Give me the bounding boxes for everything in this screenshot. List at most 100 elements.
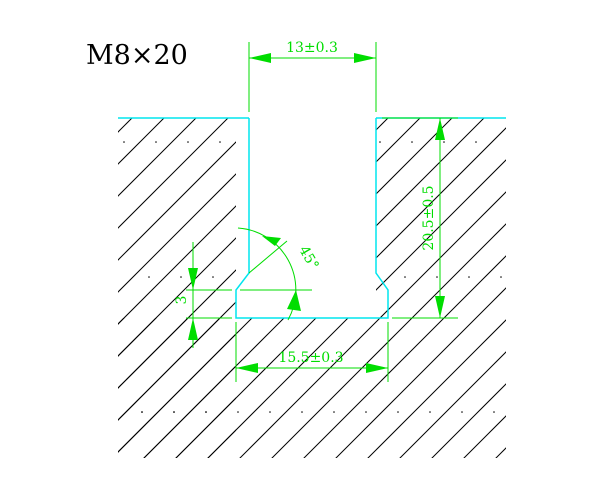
hatch-dot bbox=[347, 141, 349, 143]
depth-label: 20.5±0.5 bbox=[421, 185, 437, 250]
hatch-line bbox=[326, 0, 600, 500]
hatch-dot bbox=[77, 411, 79, 413]
hatch-dot bbox=[116, 276, 118, 278]
arrowhead bbox=[287, 290, 301, 311]
arrowhead bbox=[262, 236, 281, 246]
hatch-dot bbox=[20, 276, 22, 278]
hatch-dot bbox=[589, 411, 591, 413]
hatch-line bbox=[367, 319, 506, 458]
hatch-dot bbox=[290, 6, 292, 8]
arrowhead bbox=[435, 296, 445, 318]
hatch-dot bbox=[333, 411, 335, 413]
hatch-dot bbox=[258, 6, 260, 8]
hatch-dot bbox=[596, 276, 598, 278]
hatch-dot bbox=[532, 276, 534, 278]
arrowhead bbox=[366, 363, 388, 373]
hatch-dot bbox=[45, 411, 47, 413]
hatch-dot bbox=[308, 276, 310, 278]
hatch-dot bbox=[52, 276, 54, 278]
hatch-dot bbox=[596, 276, 598, 278]
hatch-dot bbox=[155, 141, 157, 143]
hatch-dot bbox=[13, 411, 15, 413]
hatch-dot bbox=[301, 411, 303, 413]
hatch-line bbox=[175, 318, 317, 458]
hatch-dot bbox=[589, 411, 591, 413]
hatch-dot bbox=[109, 411, 111, 413]
hatch-dot bbox=[116, 276, 118, 278]
hatch-line bbox=[431, 383, 506, 458]
hatch-line bbox=[411, 223, 506, 318]
hatch-dot bbox=[507, 141, 509, 143]
hatch-dot bbox=[557, 411, 559, 413]
hatch-dot bbox=[546, 6, 548, 8]
hatch-dot bbox=[77, 411, 79, 413]
hatch-line bbox=[0, 0, 378, 500]
hatch-dot bbox=[84, 276, 86, 278]
hatch-dot bbox=[251, 141, 253, 143]
hatch-dot bbox=[482, 6, 484, 8]
hatch-dot bbox=[461, 411, 463, 413]
hatch-dot bbox=[52, 276, 54, 278]
hatch-dot bbox=[411, 141, 413, 143]
hatch-dot bbox=[571, 141, 573, 143]
hatch-line bbox=[0, 0, 474, 500]
hatch-dot bbox=[514, 6, 516, 8]
bottom-width-label: 15.5±0.3 bbox=[278, 350, 343, 366]
hatch-dot bbox=[532, 276, 534, 278]
hatch-line bbox=[118, 118, 133, 133]
hatch-line bbox=[486, 0, 600, 500]
hatch-line bbox=[303, 318, 445, 458]
hatch-dot bbox=[315, 141, 317, 143]
hatch-dot bbox=[386, 6, 388, 8]
hatch-dot bbox=[354, 6, 356, 8]
hatch-line bbox=[454, 0, 600, 500]
arrowhead bbox=[188, 318, 198, 340]
hatch-dot bbox=[173, 411, 175, 413]
hatch-line bbox=[454, 0, 600, 500]
hatch-dot bbox=[589, 411, 591, 413]
hatch-line bbox=[0, 0, 314, 500]
hatch-dot bbox=[525, 411, 527, 413]
hatch-dot bbox=[315, 141, 317, 143]
hatch-dot bbox=[365, 411, 367, 413]
hatch-line bbox=[118, 318, 157, 357]
hatch-line bbox=[463, 415, 506, 458]
hatch-dot bbox=[258, 6, 260, 8]
hatch-dot bbox=[13, 411, 15, 413]
hatch-line bbox=[207, 318, 349, 458]
hatch-line bbox=[0, 0, 282, 500]
hatch-dot bbox=[450, 6, 452, 8]
hatch-line bbox=[358, 0, 600, 500]
hatch-dot bbox=[251, 141, 253, 143]
hatch-dot bbox=[322, 6, 324, 8]
hatch-dot bbox=[340, 276, 342, 278]
hatch-line bbox=[358, 0, 600, 500]
hatch-dot bbox=[20, 276, 22, 278]
hatch-dot bbox=[386, 6, 388, 8]
hatch-dot bbox=[77, 411, 79, 413]
drawing-title: M8×20 bbox=[86, 40, 188, 71]
hatch-dot bbox=[578, 6, 580, 8]
hatch-dot bbox=[84, 276, 86, 278]
hatch-line bbox=[0, 0, 346, 500]
hatch-dot bbox=[507, 141, 509, 143]
hatch-dot bbox=[564, 276, 566, 278]
hatch-dot bbox=[514, 6, 516, 8]
hatch-line bbox=[0, 0, 282, 500]
hatch-dot bbox=[322, 6, 324, 8]
hatch-dot bbox=[109, 411, 111, 413]
hatch-dot bbox=[429, 411, 431, 413]
hatch-line bbox=[0, 0, 378, 500]
hatch-line bbox=[0, 0, 250, 500]
hatch-dot bbox=[354, 6, 356, 8]
hatch-line bbox=[475, 287, 506, 318]
hatch-dot bbox=[372, 276, 374, 278]
hatch-dot bbox=[372, 276, 374, 278]
hatch-line bbox=[143, 318, 285, 458]
hatch-line bbox=[0, 0, 346, 500]
hatch-dot bbox=[578, 6, 580, 8]
hatch-dot bbox=[237, 411, 239, 413]
hatch-dot bbox=[564, 276, 566, 278]
hatch-dot bbox=[397, 411, 399, 413]
